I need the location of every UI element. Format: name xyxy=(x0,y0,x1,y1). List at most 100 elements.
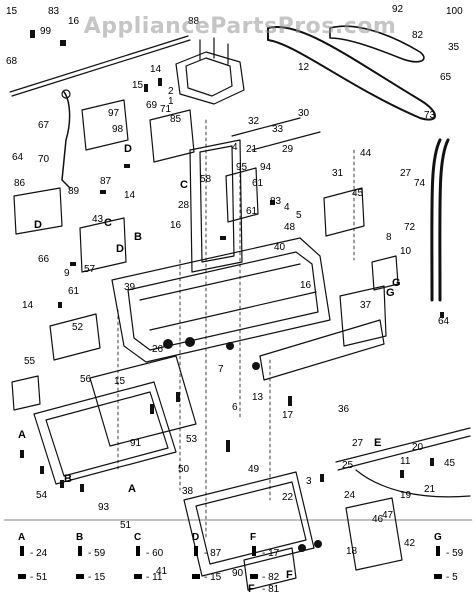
part-callout-54: 54 xyxy=(36,490,48,501)
part-callout-89: 89 xyxy=(68,186,80,197)
assembly-letter-f: F xyxy=(248,583,255,595)
legend-nut-part: - 15 xyxy=(88,572,106,583)
part-callout-17: 17 xyxy=(282,410,294,421)
assembly-letter-f: F xyxy=(286,569,293,581)
part-callout-11: 11 xyxy=(400,456,411,467)
part-callout-25: 25 xyxy=(342,460,354,471)
part-callout-16a: 16 xyxy=(68,16,80,27)
part-callout-40: 40 xyxy=(274,242,286,253)
nut-icon xyxy=(434,574,442,579)
part-callout-99: 99 xyxy=(40,26,52,37)
part-callout-53a: 53 xyxy=(186,434,198,445)
part-callout-97: 97 xyxy=(108,108,120,119)
part-callout-3: 3 xyxy=(306,476,312,487)
part-callout-46: 46 xyxy=(372,514,384,525)
bolt-icon xyxy=(136,546,140,556)
part-callout-1: 1 xyxy=(168,96,174,107)
nut-icon xyxy=(192,574,200,579)
part-callout-37: 37 xyxy=(360,300,372,311)
part-callout-39: 39 xyxy=(124,282,136,293)
assembly-letter-g: G xyxy=(392,277,401,289)
assembly-letter-e: E xyxy=(374,437,381,449)
part-callout-42: 42 xyxy=(404,538,416,549)
part-callout-49: 49 xyxy=(248,464,260,475)
part-callout-70: 70 xyxy=(38,154,50,165)
assembly-letter-d: D xyxy=(34,219,42,231)
legend-letter: A xyxy=(18,532,25,543)
legend-letter: C xyxy=(134,532,141,543)
part-callout-22: 22 xyxy=(282,492,294,503)
part-callout-7: 7 xyxy=(218,364,224,375)
part-callout-16b: 16 xyxy=(170,220,182,231)
legend-letter: F xyxy=(250,532,256,543)
part-callout-98: 98 xyxy=(112,124,124,135)
legend-bolt-part: - 60 xyxy=(146,548,164,559)
part-callout-2: 2 xyxy=(168,86,174,97)
part-callout-43: 43 xyxy=(92,214,104,225)
part-callout-100: 100 xyxy=(446,6,463,17)
assembly-letter-b: B xyxy=(64,473,72,485)
legend-letter: D xyxy=(192,532,199,543)
part-callout-8: 8 xyxy=(386,232,392,243)
part-callout-61c: 61 xyxy=(68,286,80,297)
part-callout-15a: 15 xyxy=(6,6,18,17)
part-callout-29: 29 xyxy=(282,144,294,155)
part-callout-93: 93 xyxy=(98,502,110,513)
part-callout-12: 12 xyxy=(298,62,310,73)
assembly-letter-c: C xyxy=(180,179,188,191)
assembly-letter-a: A xyxy=(128,483,136,495)
part-callout-74: 74 xyxy=(414,178,426,189)
nut-icon xyxy=(76,574,84,579)
part-callout-5a: 5 xyxy=(296,210,302,221)
part-callout-38: 38 xyxy=(182,486,194,497)
assembly-letter-a: A xyxy=(18,429,26,441)
part-callout-41: 41 xyxy=(156,566,168,577)
part-callout-55: 55 xyxy=(24,356,36,367)
legend-nut-part: - 15 xyxy=(204,572,222,583)
part-callout-16c: 16 xyxy=(300,280,312,291)
part-callout-51: 51 xyxy=(120,520,132,531)
part-callout-20: 20 xyxy=(412,442,424,453)
part-callout-83a: 83 xyxy=(48,6,60,17)
part-callout-50: 50 xyxy=(178,464,190,475)
legend-extra-part: - 81 xyxy=(262,584,280,595)
legend-nut-part: - 5 xyxy=(446,572,458,583)
part-callout-14c: 14 xyxy=(22,300,34,311)
part-callout-4a: 4 xyxy=(232,142,238,153)
assembly-letter-g: G xyxy=(386,287,395,299)
part-callout-15c: 15 xyxy=(114,376,126,387)
part-callout-52: 52 xyxy=(72,322,84,333)
legend-nut-part: - 82 xyxy=(262,572,280,583)
part-callout-90: 90 xyxy=(232,568,244,579)
part-callout-32: 32 xyxy=(248,116,260,127)
part-callout-68: 68 xyxy=(6,56,18,67)
part-callout-6: 6 xyxy=(232,402,238,413)
part-callout-45a: 45 xyxy=(352,188,364,199)
part-callout-14a: 14 xyxy=(150,64,162,75)
part-callout-19: 19 xyxy=(400,490,412,501)
part-callout-21b: 21 xyxy=(424,484,436,495)
part-callout-69: 69 xyxy=(146,100,158,111)
assembly-letter-c: C xyxy=(104,217,112,229)
part-callout-85: 85 xyxy=(170,114,182,125)
part-callout-28: 28 xyxy=(178,200,190,211)
part-callout-57: 57 xyxy=(84,264,96,275)
part-callout-27a: 27 xyxy=(400,168,412,179)
part-callout-61b: 61 xyxy=(246,206,258,217)
part-callout-94: 94 xyxy=(260,162,272,173)
part-callout-9: 9 xyxy=(64,268,70,279)
assembly-letter-d: D xyxy=(116,243,124,255)
part-callout-10: 10 xyxy=(400,246,412,257)
legend-letter: G xyxy=(434,532,442,543)
part-callout-48: 48 xyxy=(284,222,296,233)
nut-icon xyxy=(134,574,142,579)
part-callout-14b: 14 xyxy=(124,190,136,201)
part-callout-91: 91 xyxy=(130,438,142,449)
part-callout-67: 67 xyxy=(38,120,50,131)
nut-icon xyxy=(18,574,26,579)
legend-bolt-part: - 59 xyxy=(446,548,464,559)
part-callout-24: 24 xyxy=(344,490,356,501)
legend-bolt-part: - 59 xyxy=(88,548,106,559)
bolt-icon xyxy=(436,546,440,556)
